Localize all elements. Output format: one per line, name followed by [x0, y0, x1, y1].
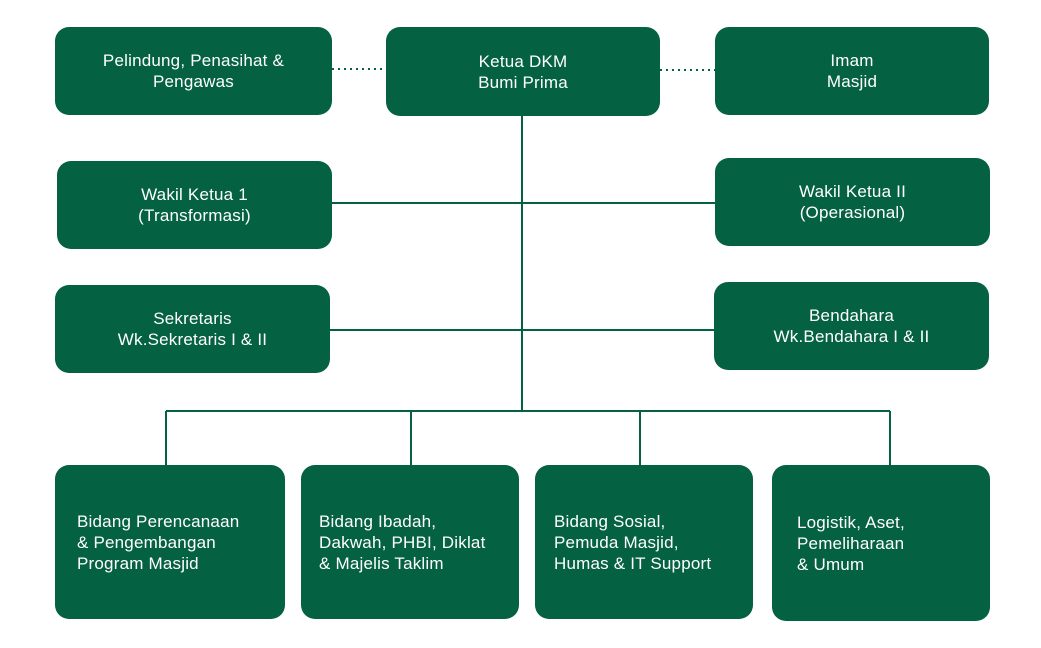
division-worship-label: Bidang Ibadah, Dakwah, PHBI, Diklat & Ma…: [319, 511, 486, 573]
division-social-label: Bidang Sosial, Pemuda Masjid, Humas & IT…: [554, 511, 712, 573]
division-planning-box: Bidang Perencanaan & Pengembangan Progra…: [55, 465, 285, 619]
treasurer-box: Bendahara Wk.Bendahara I & II: [714, 282, 989, 370]
imam-label: Imam Masjid: [826, 51, 878, 91]
vice-chair-1-box: Wakil Ketua 1 (Transformasi): [57, 161, 332, 249]
vice-chair-1-label: Wakil Ketua 1 (Transformasi): [138, 185, 251, 225]
division-worship-box: Bidang Ibadah, Dakwah, PHBI, Diklat & Ma…: [301, 465, 519, 619]
advisors-box: Pelindung, Penasihat & Pengawas: [55, 27, 332, 115]
secretary-box: Sekretaris Wk.Sekretaris I & II: [55, 285, 330, 373]
division-logistics-label: Logistik, Aset, Pemeliharaan & Umum: [797, 512, 905, 574]
treasurer-label: Bendahara Wk.Bendahara I & II: [773, 306, 930, 346]
chair-label: Ketua DKM Bumi Prima: [478, 51, 568, 92]
division-logistics-box: Logistik, Aset, Pemeliharaan & Umum: [772, 465, 990, 621]
imam-box: Imam Masjid: [715, 27, 989, 115]
secretary-label: Sekretaris Wk.Sekretaris I & II: [117, 309, 268, 349]
vice-chair-2-box: Wakil Ketua II (Operasional): [715, 158, 990, 246]
division-planning-label: Bidang Perencanaan & Pengembangan Progra…: [77, 511, 240, 573]
chair-box: Ketua DKM Bumi Prima: [386, 27, 660, 116]
vice-chair-2-label: Wakil Ketua II (Operasional): [798, 182, 907, 222]
division-social-box: Bidang Sosial, Pemuda Masjid, Humas & IT…: [535, 465, 753, 619]
advisors-label: Pelindung, Penasihat & Pengawas: [102, 51, 285, 91]
